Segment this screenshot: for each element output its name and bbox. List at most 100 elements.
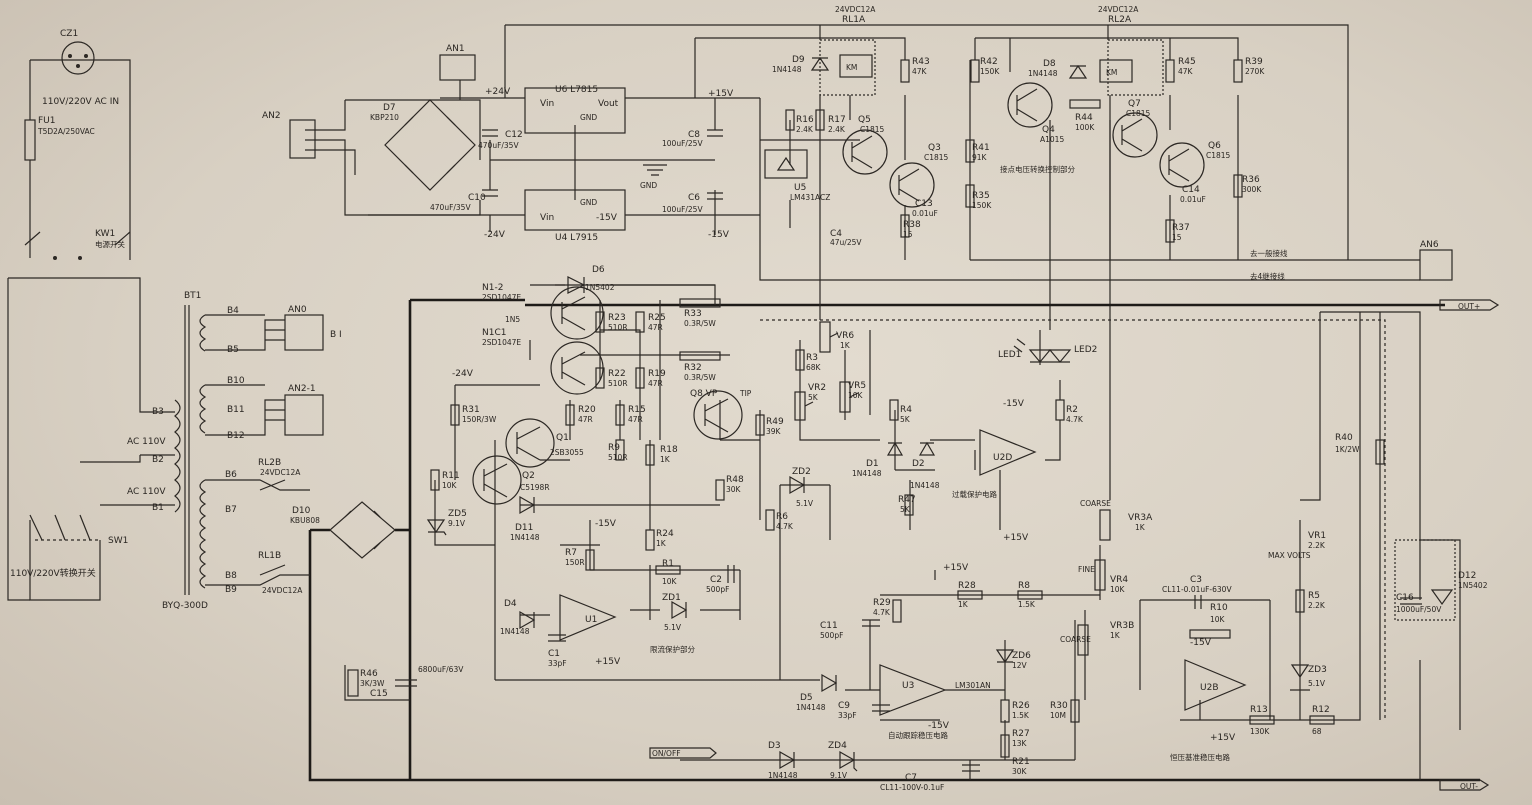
label-n1c1-part: 2SD1047E xyxy=(482,338,521,347)
note-relay-control: 接点电压转换控制部分 xyxy=(1000,164,1075,174)
label-r49: R49 xyxy=(766,417,784,427)
label-ac110-b: AC 110V xyxy=(127,487,166,497)
label-c9: C9 xyxy=(838,701,850,711)
label-r21: R21 xyxy=(1012,757,1030,767)
label-u6-gnd: GND xyxy=(580,113,597,122)
label-d8-part: 1N4148 xyxy=(1028,69,1058,78)
label-r31-value: 150R/3W xyxy=(462,415,497,424)
label-b11: B11 xyxy=(227,405,245,415)
label-out-positive: OUT+ xyxy=(1458,302,1480,311)
label-u4-minus15v: -15V xyxy=(596,213,618,223)
wire-network xyxy=(7,24,1480,782)
note-current-limit: 限流保护部分 xyxy=(650,644,695,654)
label-r35: R35 xyxy=(972,191,990,201)
label-r45: R45 xyxy=(1178,57,1196,67)
label-d10-part: KBU808 xyxy=(290,516,320,525)
label-u3: U3 xyxy=(902,681,914,691)
label-an1: AN1 xyxy=(446,44,465,54)
label-d11: D11 xyxy=(515,523,533,533)
label-n1-2: N1-2 xyxy=(482,283,503,293)
label-c1-value: 33pF xyxy=(548,659,567,668)
label-b7: B7 xyxy=(225,505,237,515)
note-reference-circuit: 恒压基准稳压电路 xyxy=(1170,752,1230,762)
label-r48: R48 xyxy=(726,475,744,485)
u3-opamp xyxy=(879,664,947,716)
an0-connector xyxy=(284,314,324,351)
label-u6-vin: Vin xyxy=(540,99,554,109)
u2b-opamp xyxy=(1184,659,1247,711)
label-bt1: BT1 xyxy=(184,291,201,301)
label-n1: 1N5 xyxy=(505,315,520,324)
label-c3: C3 xyxy=(1190,575,1202,585)
label-r42: R42 xyxy=(980,57,998,67)
u4-regulator xyxy=(524,189,626,231)
label-r37: R37 xyxy=(1172,223,1190,233)
label-r41-value: 91K xyxy=(972,153,988,162)
label-r15: R15 xyxy=(628,405,646,415)
label-r32-value: 0.3R/5W xyxy=(684,373,716,382)
label-r38: R38 xyxy=(903,220,921,230)
label-r40: R40 xyxy=(1335,433,1353,443)
label-r26: R26 xyxy=(1012,701,1030,711)
label-r4: R4 xyxy=(900,405,912,415)
label-d4: D4 xyxy=(504,599,517,609)
label-b8: B8 xyxy=(225,571,237,581)
label-d1-part: 1N4148 xyxy=(852,469,882,478)
label-r22-value: 510R xyxy=(608,379,628,388)
label-sw1: SW1 xyxy=(108,536,128,546)
label-plus15v-u3: +15V xyxy=(943,563,969,573)
label-r9-value: 510R xyxy=(608,453,628,462)
label-r9: R9 xyxy=(608,443,620,453)
label-r28-value: 1K xyxy=(958,600,969,609)
u6-regulator xyxy=(524,87,626,134)
label-c10-value: 470uF/35V xyxy=(430,203,471,212)
label-c10: C10 xyxy=(468,193,486,203)
label-r11-value: 10K xyxy=(442,481,458,490)
label-vr3b-value: 1K xyxy=(1110,631,1121,640)
label-r22: R22 xyxy=(608,369,626,379)
label-r11: R11 xyxy=(442,471,460,481)
label-d8: D8 xyxy=(1043,59,1056,69)
label-r37-value: 15 xyxy=(1172,233,1182,242)
label-vr3a-value: 1K xyxy=(1135,523,1146,532)
label-u4: U4 L7915 xyxy=(555,233,598,243)
label-b10: B10 xyxy=(227,376,245,386)
label-d10: D10 xyxy=(292,506,311,516)
label-r25-value: 47R xyxy=(648,323,663,332)
label-c16: C16 xyxy=(1396,593,1414,603)
label-u5: U5 xyxy=(794,183,806,193)
label-r25: R25 xyxy=(648,313,666,323)
label-c7-value: CL11-100V-0.1uF xyxy=(880,783,944,792)
label-b6: B6 xyxy=(225,470,237,480)
label-plus15v: +15V xyxy=(708,89,734,99)
label-lamp-2: 去4继接线 xyxy=(1250,271,1285,281)
label-max-volts: MAX VOLTS xyxy=(1268,551,1311,560)
label-r17: R17 xyxy=(828,115,846,125)
vr6-pot xyxy=(819,321,831,353)
label-vr4-value: 10K xyxy=(1110,585,1126,594)
label-km2: KM xyxy=(1106,68,1117,77)
label-r3: R3 xyxy=(806,353,818,363)
label-c2: C2 xyxy=(710,575,722,585)
label-r4-value: 5K xyxy=(900,415,911,424)
an6-connector xyxy=(1419,249,1453,281)
label-vr2-value: 5K xyxy=(808,393,819,402)
label-r47-value: 5K xyxy=(900,505,911,514)
label-c8-value: 100uF/25V xyxy=(662,139,703,148)
label-r44-value: 100K xyxy=(1075,123,1095,132)
label-coarse-2: COARSE xyxy=(1060,635,1091,644)
label-d11-part: 1N4148 xyxy=(510,533,540,542)
note-overload-circuit: 过载保护电路 xyxy=(952,489,997,499)
label-an0: AN0 xyxy=(288,305,307,315)
label-vr6: VR6 xyxy=(836,331,854,341)
label-b2: B2 xyxy=(152,455,164,465)
label-r16-value: 2.4K xyxy=(796,125,814,134)
label-on-off-terminal: ON/OFF xyxy=(652,749,681,758)
label-q2: Q2 xyxy=(522,471,535,481)
label-zd3: ZD3 xyxy=(1308,665,1327,675)
d10-bridge-symbol xyxy=(329,501,396,559)
label-d3-part: 1N4148 xyxy=(768,771,798,780)
label-r29: R29 xyxy=(873,598,891,608)
label-rl2b: RL2B xyxy=(258,458,281,468)
